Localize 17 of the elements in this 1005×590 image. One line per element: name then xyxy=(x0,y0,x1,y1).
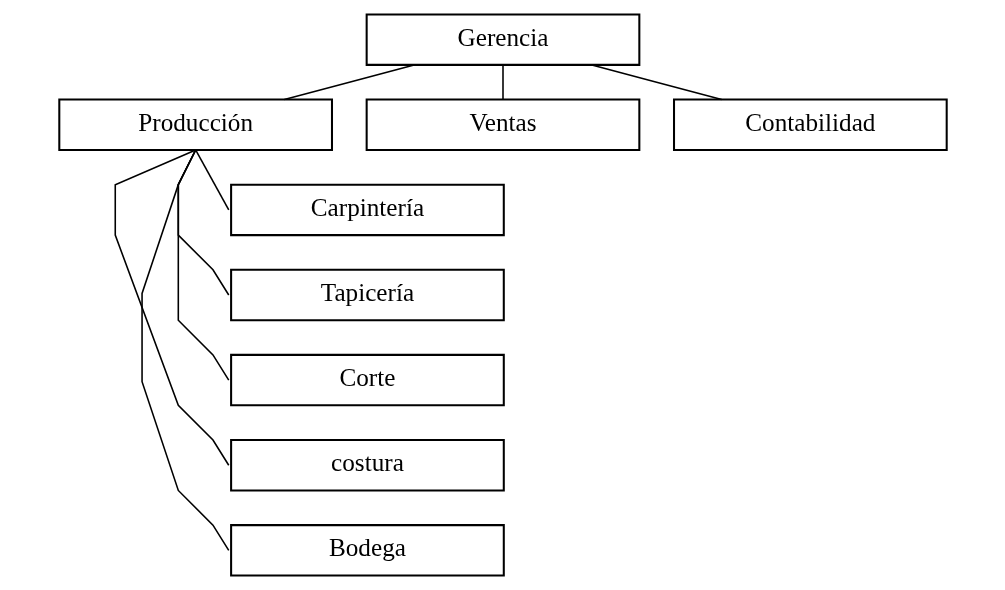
connector xyxy=(177,149,230,381)
node-box: costura xyxy=(229,439,505,492)
connector xyxy=(590,64,722,101)
connector xyxy=(283,64,415,101)
node-box: Corte xyxy=(229,353,505,407)
node-box: Ventas xyxy=(365,98,640,151)
node-box: Tapicería xyxy=(229,268,505,322)
node-box: Gerencia xyxy=(365,13,640,66)
connector xyxy=(140,149,230,552)
connector xyxy=(177,149,230,296)
node-box: Bodega xyxy=(229,524,505,577)
node-box: Contabilidad xyxy=(672,98,948,151)
connector xyxy=(113,149,230,467)
node-box: Carpintería xyxy=(229,183,505,237)
connector xyxy=(501,64,504,101)
node-box: Producción xyxy=(57,98,333,151)
connector xyxy=(194,149,230,211)
